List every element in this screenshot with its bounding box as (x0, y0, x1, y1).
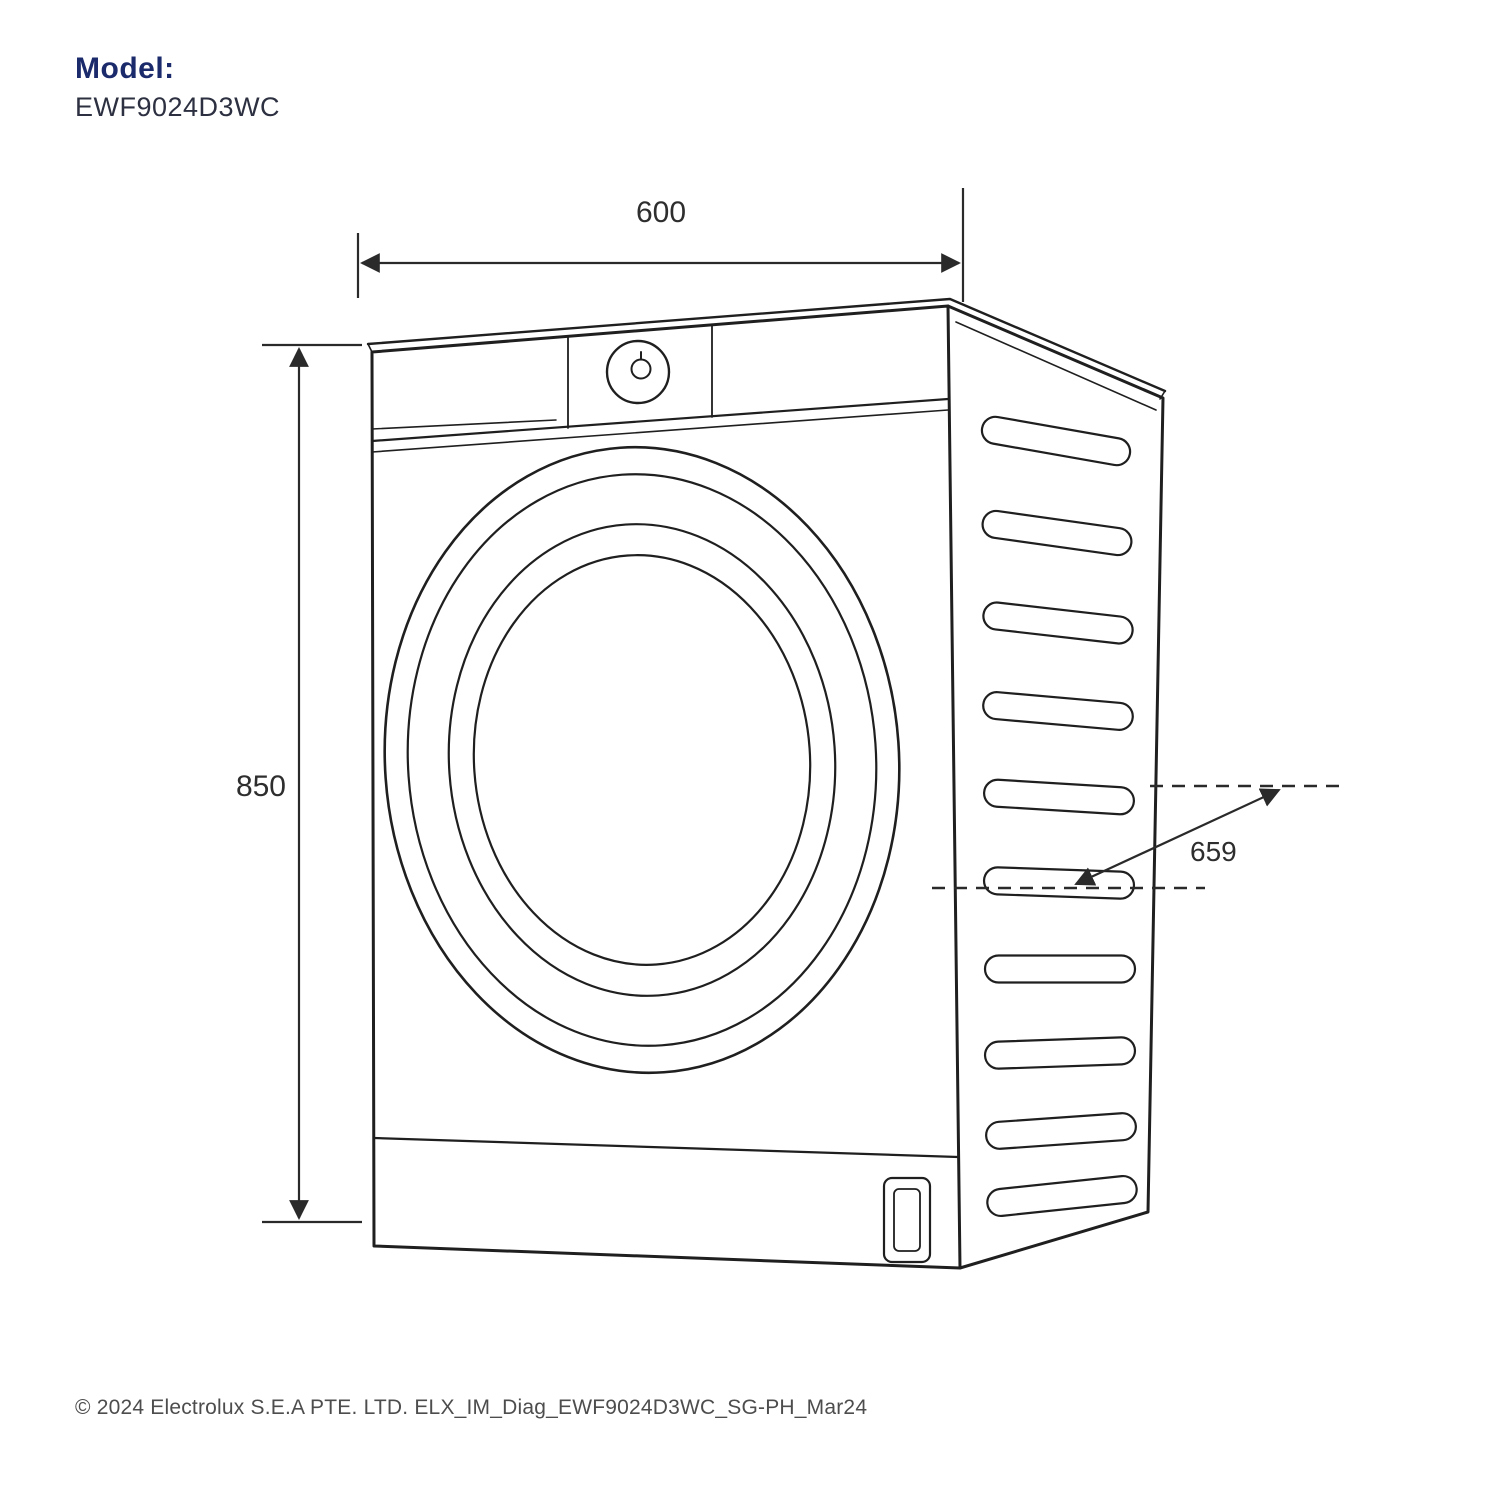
washer-top-rim (366, 297, 1167, 393)
model-label: Model: (75, 52, 175, 85)
depth-dimension-arrow (932, 784, 1345, 890)
copyright-text: © 2024 Electrolux S.E.A PTE. LTD. ELX_IM… (75, 1396, 868, 1419)
washer-door (383, 445, 901, 1075)
washer-front-panel (370, 304, 962, 1270)
vent-slot (986, 1174, 1138, 1218)
side-vents (980, 415, 1138, 1218)
washer-control-panel (370, 324, 950, 453)
vent-slot (985, 1112, 1137, 1150)
height-dimension-arrow (262, 343, 362, 1224)
model-number: EWF9024D3WC (75, 92, 281, 122)
vent-slot (982, 601, 1134, 645)
washer-body (366, 297, 1167, 1270)
depth-dimension-label: 659 (1190, 836, 1237, 867)
vent-slot (981, 509, 1133, 557)
washer-door-glass (472, 554, 812, 966)
vent-slot (983, 954, 1137, 984)
vent-slot (982, 866, 1136, 900)
washer-top-edge-detail (367, 321, 1166, 411)
width-dimension-arrow (356, 188, 965, 302)
washer-knob-pointer (630, 358, 652, 380)
drain-filter-door (882, 1176, 932, 1264)
vent-slot (980, 415, 1132, 467)
vent-slot (983, 1036, 1137, 1070)
width-dimension-label: 600 (635, 196, 687, 229)
detergent-drawer-line (371, 419, 557, 430)
kick-panel-seam (372, 1136, 960, 1159)
vent-slot (983, 778, 1135, 816)
washer-knob (605, 339, 671, 405)
height-dimension-label: 850 (235, 770, 286, 803)
vent-slot (982, 691, 1134, 731)
